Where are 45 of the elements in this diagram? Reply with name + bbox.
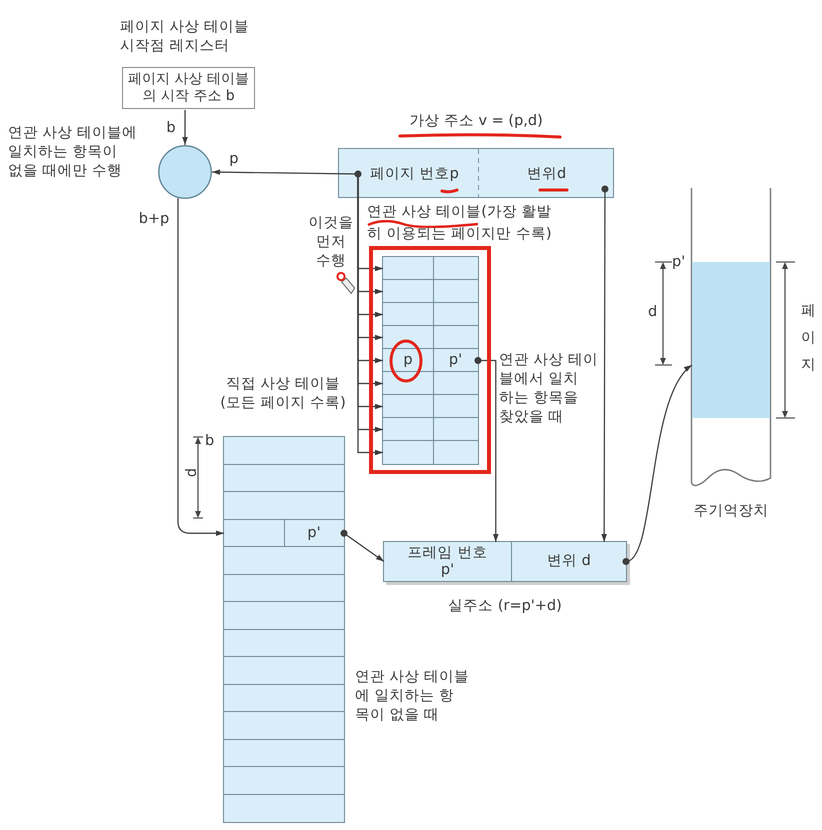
table-row <box>224 740 344 767</box>
frame-number-label: 프레임 번호 p' <box>384 542 511 581</box>
table-row <box>224 574 344 602</box>
table-row <box>383 418 478 441</box>
table-row <box>224 684 344 712</box>
register-box: 페이지 사상 테이블 의 시작 주소 b <box>122 67 255 109</box>
table-row <box>383 349 478 372</box>
table-row <box>383 303 478 326</box>
arrow <box>182 110 188 145</box>
dimension-label: b <box>205 432 214 451</box>
adder-circle <box>158 145 212 199</box>
page-block <box>692 262 770 418</box>
table-row <box>224 464 344 492</box>
table-row <box>383 257 478 280</box>
dimension-label: p <box>183 468 201 478</box>
arrow <box>622 364 692 565</box>
table-entry: p' <box>448 351 462 370</box>
offset-label: 변위d <box>515 159 610 189</box>
arrow <box>601 186 608 542</box>
table-entry: p' <box>307 524 321 542</box>
dimension-label: p' <box>672 253 686 272</box>
address-caption: 실주소 (r=p'+d) <box>448 597 562 616</box>
register-title: 페이지 사상 테이블 시작점 레지스터 <box>120 18 250 56</box>
table-row <box>383 326 478 349</box>
arrow <box>212 169 362 178</box>
memory-caption: 주기억장치 <box>694 502 768 521</box>
offset-label: 변위 d <box>511 542 626 581</box>
table-row <box>383 280 478 303</box>
note-text: 연관 사상 테이블 에 일치하는 항 목이 없을 때 <box>355 668 470 725</box>
table-row <box>383 395 478 418</box>
note-text: 연관 사상 테이블에 일치하는 항목이 없을 때에만 수행 <box>8 124 138 181</box>
note-text: 연관 사상 테이 블에서 일치 하는 항목을 찾았을 때 <box>499 351 600 427</box>
table-title: 직접 사상 테이블 (모든 페이지 수록) <box>219 375 347 413</box>
arrow <box>474 357 499 542</box>
table-row <box>383 372 478 395</box>
dimension-label: 페이지 <box>798 292 816 373</box>
table-row <box>224 630 344 657</box>
note-text: 이것을 먼저 수행 <box>308 214 354 271</box>
dimension-label: d <box>648 303 658 322</box>
page-number-label: 페이지 번호p <box>358 161 464 187</box>
table-entry: p <box>403 351 413 370</box>
address-title: 가상 주소 v = (p,d) <box>409 112 543 131</box>
table-row <box>224 520 344 547</box>
arrow <box>177 198 224 536</box>
arrow <box>340 530 384 562</box>
